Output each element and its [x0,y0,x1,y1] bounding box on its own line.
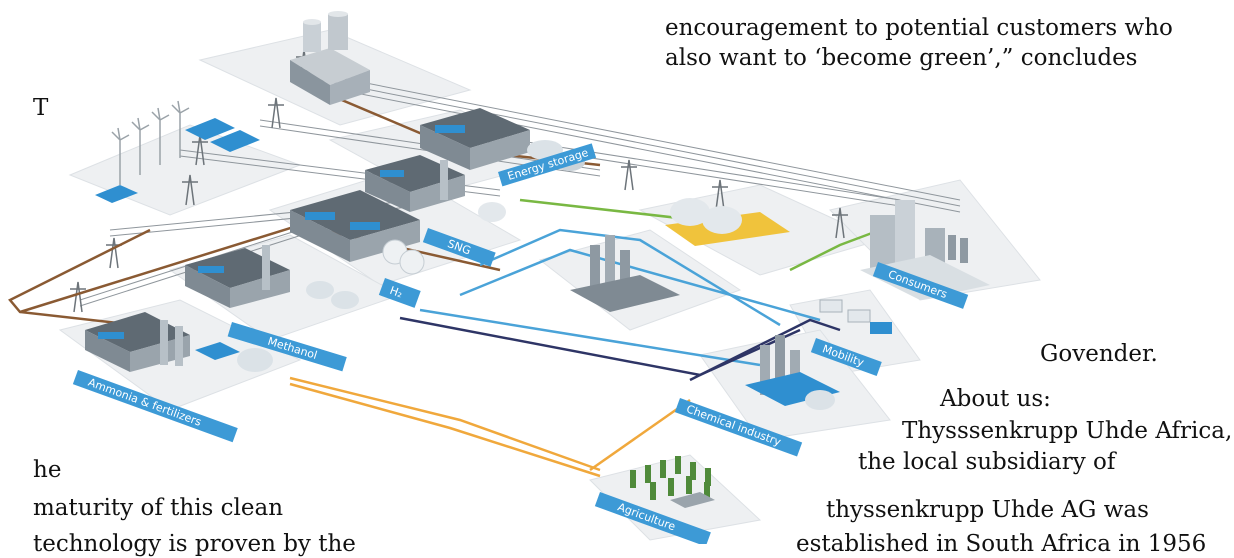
consumers-buildings [860,200,990,300]
closing-name: Govender. [1040,341,1158,367]
tanker-truck-icon [665,198,790,246]
article-line-left-3: technology is proven by the [33,531,356,557]
label-h2-text: H₂ [388,284,404,301]
methanol-building [185,245,359,309]
article-line-top-2: also want to ‘become green’,” concludes [665,45,1138,71]
drop-cap: T [33,95,49,121]
about-line-1: Thysssenkrupp Uhde Africa, [902,418,1233,444]
energy-network-illustration: Energy storage SNG H₂ Methanol Ammonia &… [8,11,1041,544]
article-line-left-2: maturity of this clean [33,495,284,521]
article-line-top-1: encouragement to potential customers who [665,15,1173,41]
chemical-plant-building [745,335,840,410]
label-h2: H₂ [378,278,421,308]
h2-building [290,190,425,275]
sng-building [365,155,506,222]
label-sng: SNG [422,228,496,267]
about-line-3: thyssenkrupp Uhde AG was [826,497,1149,523]
about-heading: About us: [940,386,1051,412]
ammonia-building [85,312,273,372]
agriculture-field [630,456,715,508]
about-line-4: established in South Africa in 1956 [796,531,1207,557]
article-line-left-1: he [33,457,62,483]
mobility-vehicles [819,299,892,334]
solar-panels-icon [95,118,260,203]
power-plant-icon [290,11,370,105]
wind-farm-icon [111,100,190,185]
about-line-2: the local subsidiary of [858,449,1116,475]
refinery-center-icon [570,235,680,312]
